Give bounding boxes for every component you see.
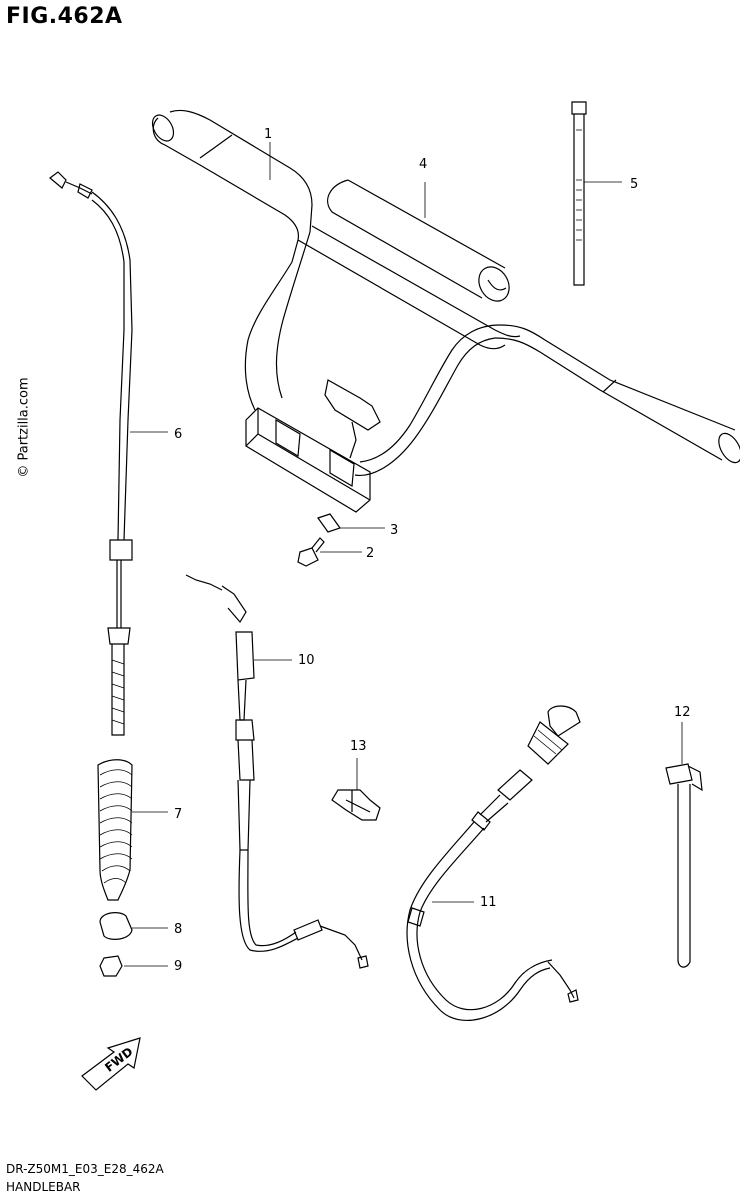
bolt-part[interactable] [297,537,362,567]
callout-9: 9 [174,959,182,974]
diagram-code: DR-Z50M1_E03_E28_462A [6,1162,164,1176]
forward-arrow-icon: FWD [81,1037,141,1091]
callout-10: 10 [298,653,315,668]
callout-1: 1 [264,127,272,142]
section-title: HANDLEBAR [6,1180,81,1194]
callout-2: 2 [366,546,374,561]
handlebar-part[interactable] [148,109,740,513]
callout-13: 13 [350,739,367,754]
nut-part[interactable] [99,955,168,977]
cap-part[interactable] [99,912,168,940]
callout-6: 6 [174,427,182,442]
callout-12: 12 [674,705,691,720]
callout-3: 3 [390,523,398,538]
callout-7: 7 [174,807,182,822]
cable-tie-clip-part[interactable] [665,722,703,968]
throttle-cable-part[interactable] [185,574,369,969]
washer-part[interactable] [317,513,385,533]
choke-cable-part[interactable] [406,705,581,1021]
watermark: © Partzilla.com [16,377,32,478]
clamp-part[interactable] [331,758,381,821]
boot-part[interactable] [97,759,168,901]
cable-tie-part[interactable] [571,101,622,286]
callout-5: 5 [630,177,638,192]
callout-11: 11 [480,895,497,910]
callout-8: 8 [174,922,182,937]
handlebar-pad-part[interactable] [327,179,515,307]
front-brake-cable-part[interactable] [49,171,168,736]
callout-4: 4 [419,157,427,172]
figure-title: FIG.462A [6,4,123,29]
